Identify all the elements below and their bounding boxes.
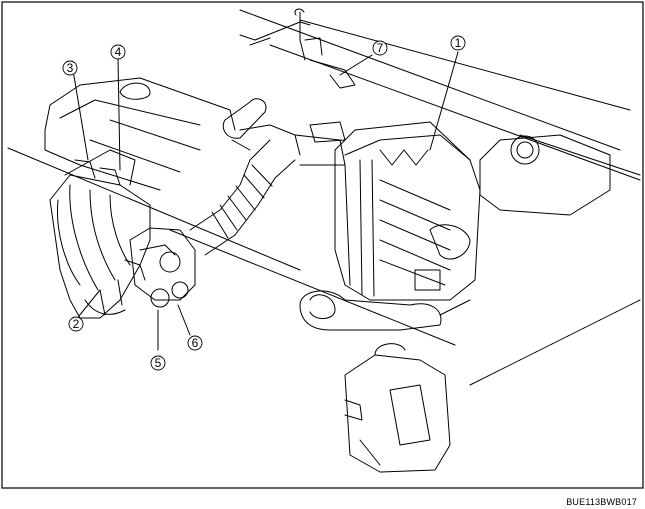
svg-text:1: 1 bbox=[455, 36, 462, 50]
throttle-body bbox=[124, 227, 196, 308]
svg-text:4: 4 bbox=[115, 45, 122, 59]
callout-2: 2 bbox=[68, 316, 84, 332]
figure-code: BUE113BWB017 bbox=[566, 497, 637, 507]
callout-4: 4 bbox=[110, 44, 126, 60]
svg-text:7: 7 bbox=[377, 41, 384, 55]
svg-text:3: 3 bbox=[67, 61, 74, 75]
callout-5: 5 bbox=[150, 355, 166, 371]
body-panel-lines bbox=[7, 9, 641, 386]
callout-6: 6 bbox=[187, 335, 203, 351]
intake-hose bbox=[189, 98, 346, 256]
svg-text:2: 2 bbox=[73, 317, 80, 331]
svg-text:5: 5 bbox=[155, 356, 162, 370]
callout-3: 3 bbox=[62, 60, 78, 76]
svg-text:6: 6 bbox=[192, 336, 199, 350]
hose-bracket bbox=[239, 8, 356, 89]
callout-leaders bbox=[72, 51, 459, 351]
air-cleaner bbox=[309, 121, 481, 301]
diagram-border bbox=[1, 1, 644, 489]
battery-tray bbox=[479, 134, 611, 216]
callout-7: 7 bbox=[372, 40, 388, 56]
callout-1: 1 bbox=[450, 35, 466, 51]
air-duct bbox=[299, 290, 471, 331]
resonator bbox=[344, 343, 451, 473]
intake-manifold bbox=[49, 149, 151, 319]
engine-head-outline bbox=[44, 77, 236, 191]
